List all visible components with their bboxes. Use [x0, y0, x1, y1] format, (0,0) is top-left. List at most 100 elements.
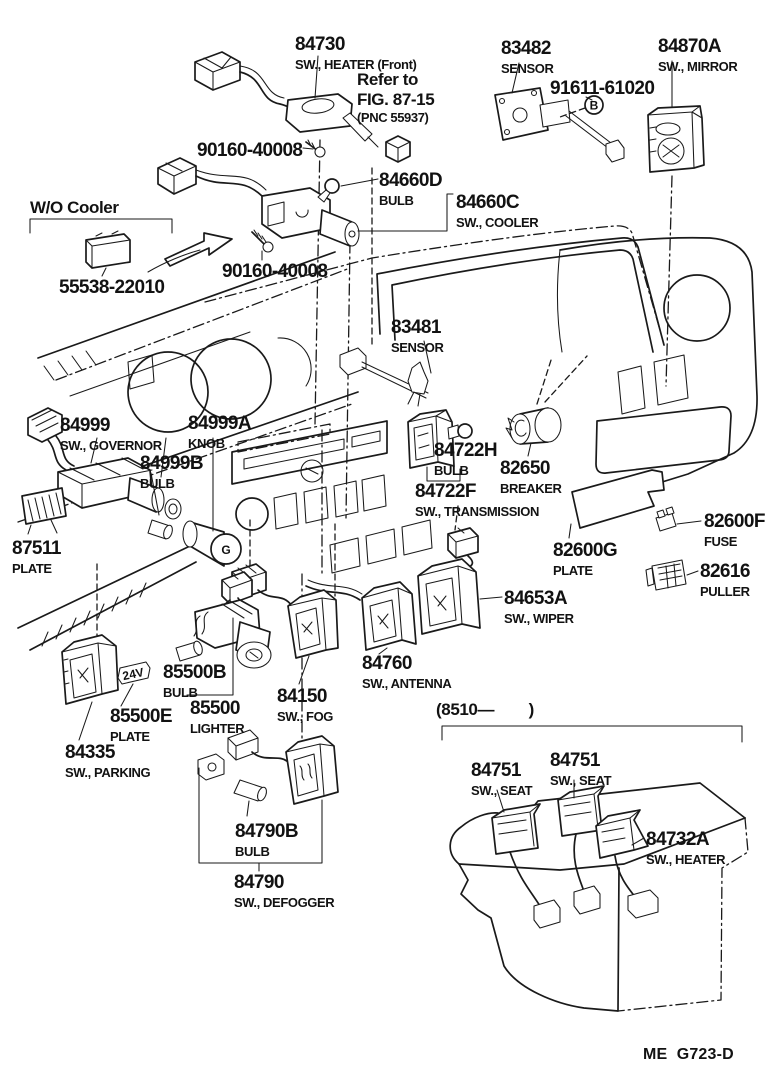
right-panel [556, 236, 758, 509]
label-84722f: 84722F SW., TRANSMISSION [415, 481, 539, 519]
part-desc: BULB [235, 844, 270, 859]
part-number: 84870A [658, 36, 722, 57]
part-desc: SW., HEATER (Front) [295, 57, 417, 72]
puller-82616-illustration [645, 559, 687, 591]
annotation-text: W/O Cooler [30, 198, 119, 217]
label-55538-22010: 55538-22010 [59, 277, 165, 299]
part-number: 84732A [646, 829, 710, 850]
label-84722h: 84722H BULB [434, 440, 498, 478]
part-number: 55538-22010 [59, 277, 165, 298]
part-desc: SW., MIRROR [658, 59, 738, 74]
heater-switch-84730-illustration [194, 51, 379, 148]
part-number: 84999B [140, 453, 204, 474]
label-wo-cooler: W/O Cooler [30, 198, 119, 218]
label-82616: 82616 PULLER [700, 561, 750, 599]
label-87511: 87511 PLATE [12, 538, 61, 576]
annotation-text: (8510— ) [436, 700, 534, 719]
part-desc: SW., PARKING [65, 765, 151, 780]
label-83481: 83481 SENSOR [391, 317, 444, 355]
part-desc: PLATE [110, 729, 150, 744]
transmission-switch-84722f-illustration [407, 409, 455, 469]
label-84790: 84790 SW., DEFOGGER [234, 872, 335, 910]
part-desc: BREAKER [500, 481, 562, 496]
part-number: 84790B [235, 821, 299, 842]
part-desc: BULB [140, 476, 175, 491]
label-console-range: (8510— ) [436, 700, 534, 720]
part-number: 84999 [60, 415, 110, 436]
label-82600f: 82600F FUSE [704, 511, 765, 549]
part-desc: SW., FOG [277, 709, 334, 724]
screw-marker-b: B [584, 95, 604, 115]
label-84999: 84999 SW., GOVERNOR [60, 415, 162, 453]
label-84730: 84730 SW., HEATER (Front) [295, 34, 417, 72]
breaker-82650-illustration [505, 407, 562, 445]
pointer-arrow [147, 232, 233, 273]
label-84751-right: 84751 SW., SEAT [550, 750, 612, 788]
label-84335: 84335 SW., PARKING [65, 742, 151, 780]
label-85500e: 85500E PLATE [110, 706, 173, 744]
sensor-83481-illustration [339, 347, 429, 407]
refer-line2: FIG. 87-15 [357, 90, 435, 109]
part-number: 82616 [700, 561, 750, 582]
center-stack [231, 420, 433, 574]
console-group [441, 725, 749, 1012]
part-number: 84730 [295, 34, 345, 55]
label-84999a: 84999A KNOB [188, 413, 252, 451]
defogger-switch-84790-illustration [197, 729, 339, 872]
part-number: 84653A [504, 588, 568, 609]
part-desc: BULB [163, 685, 198, 700]
plate-82600g-illustration [571, 469, 665, 529]
part-desc: SW., TRANSMISSION [415, 504, 539, 519]
part-number: 85500E [110, 706, 173, 727]
label-84653a: 84653A SW., WIPER [504, 588, 574, 626]
label-84732a: 84732A SW., HEATER [646, 829, 726, 867]
governor-switch-84999-illustration [27, 407, 182, 520]
label-84660d: 84660D BULB [379, 170, 443, 208]
label-85500b: 85500B BULB [163, 662, 227, 700]
wiper-switch-84653a-illustration [417, 527, 481, 635]
label-90160-top: 90160-40008 [197, 140, 303, 162]
bulb-84999b-illustration [147, 519, 173, 540]
mirror-switch-84870a-illustration [647, 105, 705, 173]
part-number: 82600F [704, 511, 765, 532]
bulb-84660d-illustration [317, 178, 340, 203]
part-desc: SW., GOVERNOR [60, 438, 162, 453]
part-desc: PULLER [700, 584, 750, 599]
bulb-85500b-illustration [175, 640, 203, 662]
label-84760: 84760 SW., ANTENNA [362, 653, 452, 691]
lighter-85500-illustration [193, 571, 272, 669]
part-number: 84999A [188, 413, 252, 434]
part-number: 82600G [553, 540, 618, 561]
label-84870a: 84870A SW., MIRROR [658, 36, 738, 74]
mounting-screw-90160-top-illustration [305, 139, 326, 158]
label-82600g: 82600G PLATE [553, 540, 618, 578]
sensor-83482-illustration [494, 87, 625, 163]
screw-marker-letter: B [590, 99, 599, 113]
label-84150: 84150 SW., FOG [277, 686, 333, 724]
part-number: 84751 [471, 760, 521, 781]
label-91611-61020: 91611-61020 [550, 78, 655, 100]
label-90160-bottom: 90160-40008 [222, 261, 328, 283]
plate-85500e-illustration: 24V [117, 661, 151, 685]
part-number: 90160-40008 [197, 140, 303, 161]
refer-part-illustration [385, 135, 411, 163]
part-number: 83482 [501, 38, 551, 59]
wo-cooler-bracket [29, 218, 173, 234]
label-84999b: 84999B BULB [140, 453, 204, 491]
part-desc: SW., COOLER [456, 215, 539, 230]
knob-letter: G [221, 543, 230, 557]
part-desc: SENSOR [391, 340, 444, 355]
drawing-code: ME G723-D [643, 1046, 734, 1063]
label-84790b: 84790B BULB [235, 821, 299, 859]
plate-24v-text: 24V [121, 665, 145, 683]
leader-lines [27, 55, 702, 846]
plate-87511-illustration [21, 487, 67, 525]
part-desc: SW., HEATER [646, 852, 726, 867]
part-number: 85500 [190, 698, 240, 719]
part-number: 84722F [415, 481, 476, 502]
parking-switch-84335-illustration [61, 634, 119, 705]
fuse-82600f-illustration [655, 506, 677, 532]
part-number: 84790 [234, 872, 284, 893]
